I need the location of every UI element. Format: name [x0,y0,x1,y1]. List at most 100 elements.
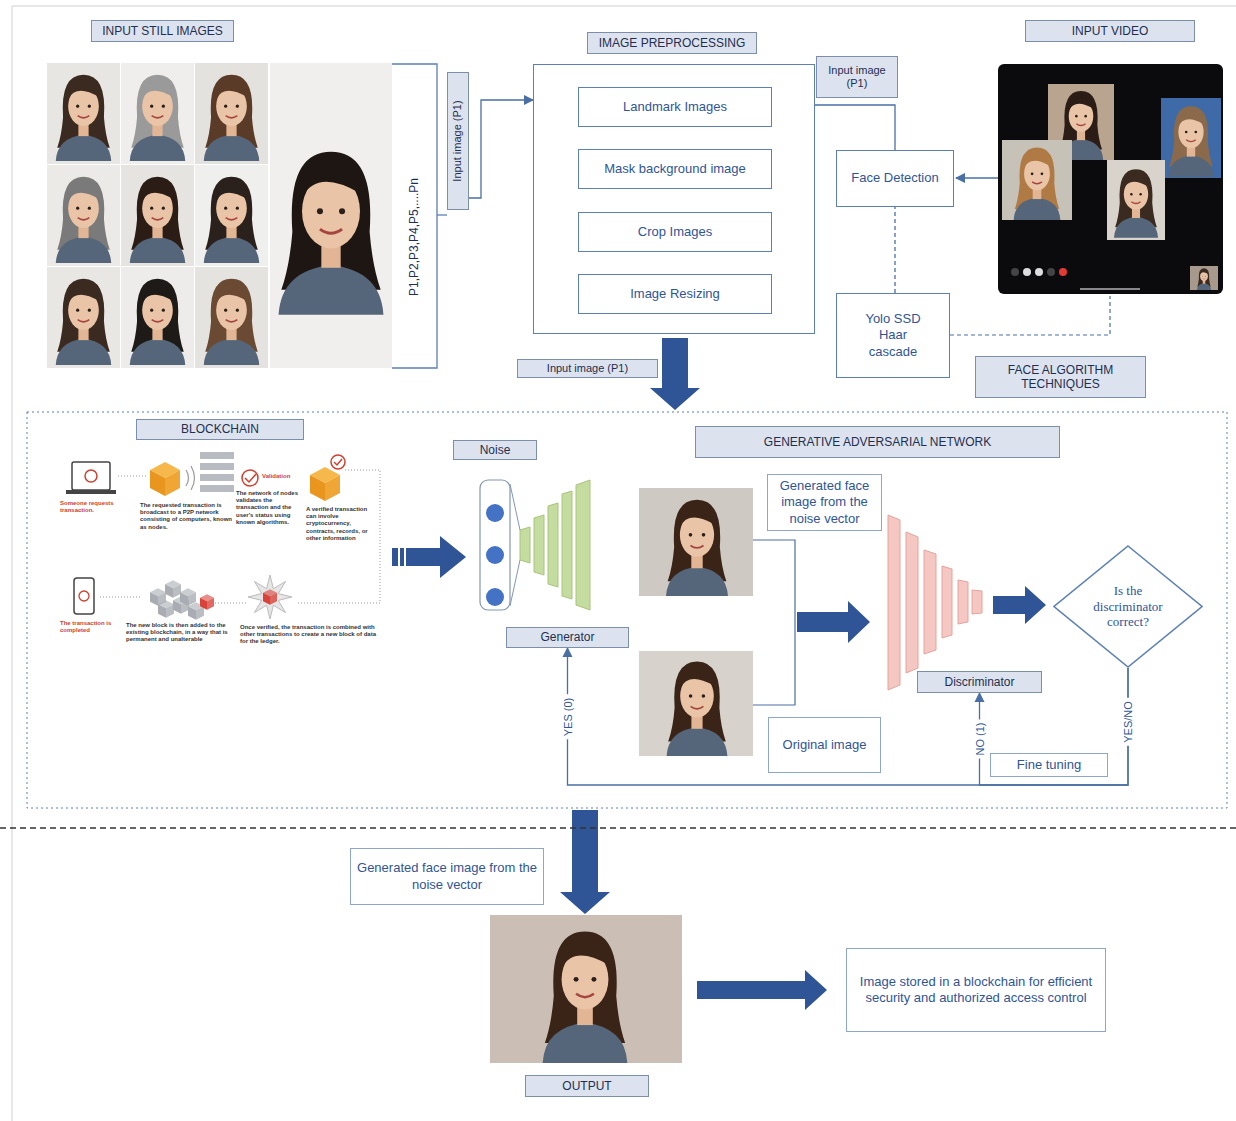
node-text: Fine tuning [1017,757,1081,773]
video-call-screenshot [998,64,1223,294]
video-call-screenshot [998,64,1223,294]
section-tag: Noise [453,440,537,460]
blockchain-illustration [100,470,380,603]
still-images [121,267,194,368]
step-label: Someone requests transaction. [60,500,124,514]
decision-diamond: Is the discriminator correct? [1053,545,1203,668]
blockchain-illustration [200,485,234,492]
blockchain-illustration [248,575,292,619]
face-photo [666,500,728,596]
image-list-label: P1,P2,P3,P4,P5,....Pn [407,178,421,296]
blockchain-illustration [66,490,116,494]
input-tag: Input image (P1) [447,72,469,210]
blockchain-illustration [165,580,181,598]
block-arrow [697,970,827,1010]
video-call-screenshot [1023,268,1031,276]
image-caption: Original image [768,717,881,773]
input-tag: Input image (P1) [517,359,658,378]
face-photo [667,662,728,756]
storage-box: Image stored in a blockchain for efficie… [846,948,1106,1032]
node-text: Generated face image from the noise vect… [774,478,875,527]
still-images [204,177,259,263]
node-text: Landmark Images [623,99,727,115]
diamond-outline [1054,546,1202,667]
detection-links [956,177,998,178]
video-call-screenshot [1059,268,1067,276]
decision-label: YES/NO [1122,698,1134,746]
step-note: The network of nodes validates the trans… [236,490,302,526]
blockchain-illustration [79,591,89,601]
still-images [270,63,392,368]
node-text: Is the discriminator correct? [1085,583,1171,630]
blockchain-illustration [310,475,325,501]
generator-network [534,515,544,575]
face-photo [490,915,682,1063]
image-to-discriminator-lines [753,540,795,705]
still-images [56,177,111,263]
process-box: Mask background image [578,149,772,189]
node-text: Original image [783,737,867,753]
node-text: Image Resizing [630,286,720,302]
node-text: Generator [540,630,594,644]
face-photo [490,488,753,1063]
node-text: Image stored in a blockchain for efficie… [853,974,1099,1007]
video-call-screenshot [1011,268,1019,276]
blockchain-illustration [200,452,234,459]
still-images [130,177,185,263]
node-text: Input image (P1) [547,362,628,375]
still-images [47,267,120,368]
node-text: Input image (P1) [823,64,891,90]
node-text: Mask background image [604,161,746,177]
face-photo [639,651,753,756]
node-text: GENERATIVE ADVERSARIAL NETWORK [764,435,991,449]
step-note: Once verified, the transaction is combin… [240,624,378,646]
still-images [121,63,194,164]
detection-links [950,296,1110,335]
generator-network [520,527,530,563]
image-to-discriminator-lines [753,540,795,705]
generator-network [562,491,572,599]
process-box: Face Detection [836,150,954,207]
page-border [12,6,1236,7]
block-arrow [797,601,870,643]
process-box: Landmark Images [578,87,772,127]
still-images [56,279,111,365]
discriminator-network [958,580,968,624]
image-caption: Generated face image from the noise vect… [350,848,544,905]
generator-network [548,503,558,587]
preprocessing-panel: IMAGE PREPROCESSINGLandmark ImagesMask b… [533,64,815,334]
blockchain-illustration [200,474,234,481]
blockchain-illustration [150,470,165,496]
node-text: BLOCKCHAIN [181,422,259,436]
still-images [121,165,194,266]
page-border [12,6,13,1121]
blockchain-illustration [331,455,345,469]
video-call-screenshot [1080,288,1140,290]
generator-network [480,480,510,610]
node-text: Generated face image from the noise vect… [357,860,537,893]
step-note: The new block is then added to the exist… [126,622,244,644]
still-images [56,75,111,161]
section-tag: GENERATIVE ADVERSARIAL NETWORK [695,426,1060,458]
generator-network [510,484,520,606]
blockchain-illustration [245,474,256,482]
process-box: Image Resizing [578,274,772,314]
edge-label: NO (1) [974,720,986,759]
video-call-screenshot [1161,98,1221,178]
component-tag: Discriminator [917,671,1042,693]
step-label: Validation [262,473,306,480]
node-text: INPUT VIDEO [1072,24,1148,38]
still-images [130,279,185,365]
connector [815,105,895,150]
generator-network [486,588,504,606]
connector [469,100,533,198]
node-text: INPUT STILL IMAGES [102,24,223,38]
still-images [204,75,259,161]
blockchain-illustration [186,466,195,490]
image-bracket [392,64,437,368]
blockchain-illustration [200,463,234,470]
node-text: Input image (P1) [451,100,464,181]
process-box: Fine tuning [990,753,1108,777]
component-tag: Generator [506,627,629,648]
